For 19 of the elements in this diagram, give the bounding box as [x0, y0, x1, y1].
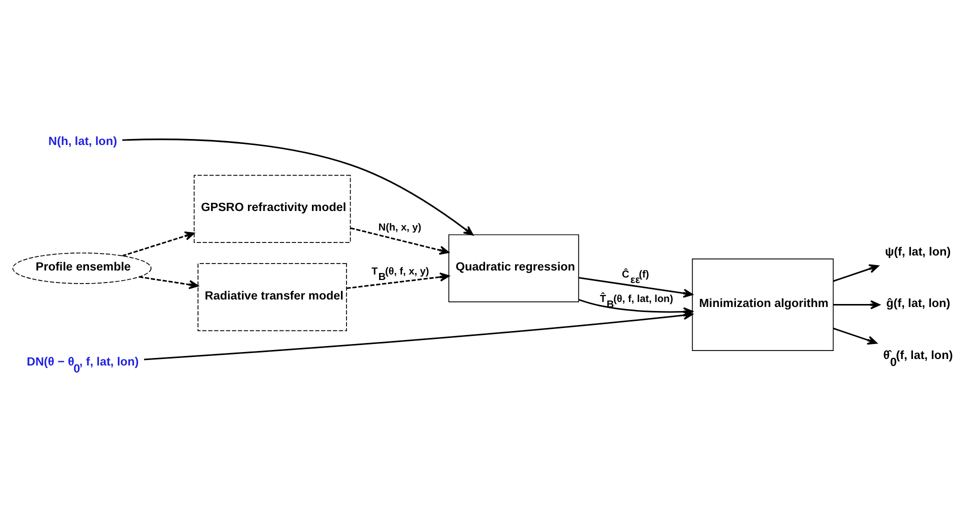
arrow: [139, 276, 199, 289]
arrow: [578, 276, 694, 298]
edge-label: N(h, x, y): [378, 222, 422, 234]
node-text: ĝ(f, lat, lon): [886, 296, 950, 310]
node-text: N(h, lat, lon): [48, 133, 118, 148]
arrow: [346, 272, 450, 289]
node-box: Quadratic regression: [448, 234, 580, 302]
node-box: GPSRO refractivity model: [194, 174, 351, 242]
node-box: Radiative transfer model: [198, 262, 347, 331]
arrow: [122, 230, 195, 256]
arrow: [144, 310, 694, 360]
node-text: ψ(f, lat, lon): [885, 244, 951, 258]
arrow: [833, 264, 879, 282]
node-box: Minimization algorithm: [692, 258, 834, 351]
arrow: [122, 138, 474, 235]
arrow: [833, 300, 880, 309]
arrow: [350, 226, 450, 254]
node-ellipse: Profile ensemble: [12, 252, 152, 284]
arrow: [833, 327, 878, 344]
